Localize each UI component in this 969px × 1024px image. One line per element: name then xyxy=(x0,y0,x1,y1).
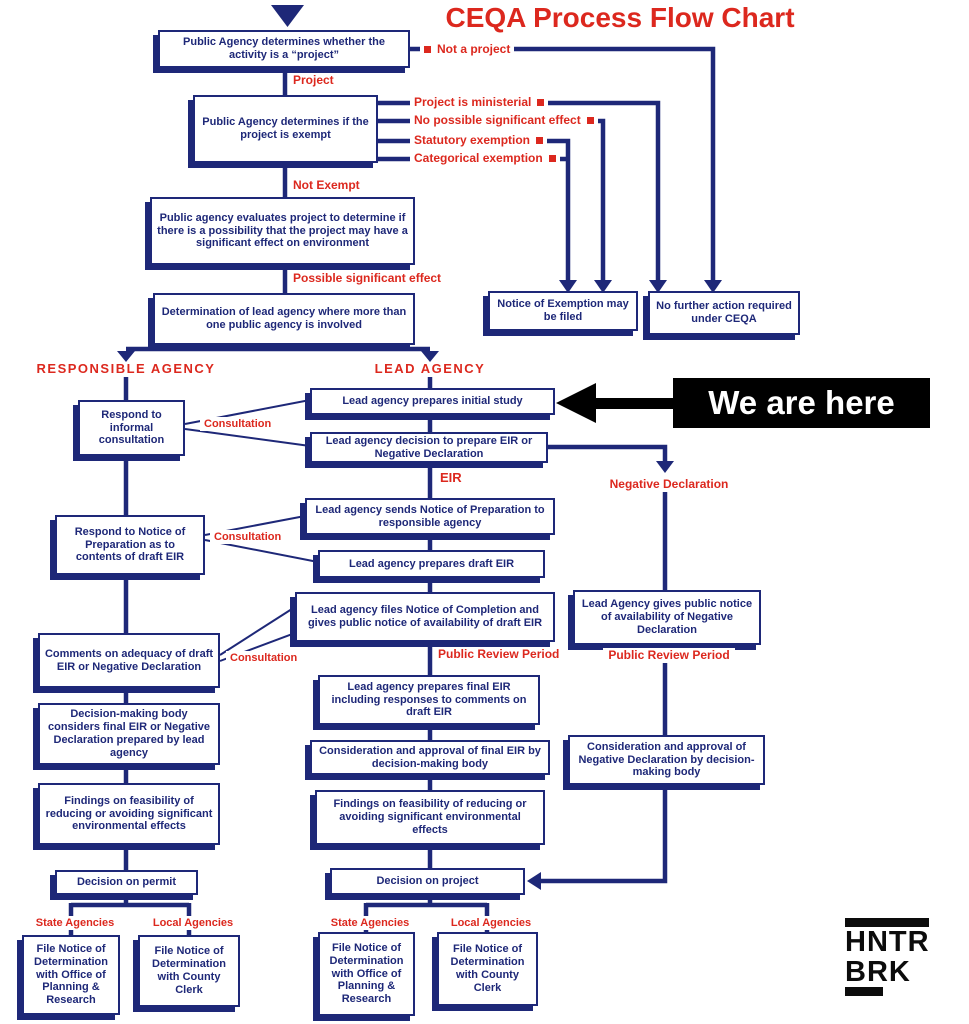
label-public-review-period-eir: Public Review Period xyxy=(438,647,560,661)
label-local-agencies-center: Local Agencies xyxy=(437,916,545,931)
node-decision-on-project: Decision on project xyxy=(330,868,525,895)
label-not-exempt: Not Exempt xyxy=(293,178,360,192)
node-determine-project: Public Agency determines whether the act… xyxy=(158,30,410,68)
we-are-here-arrow xyxy=(556,383,674,423)
node-no-further-action: No further action required under CEQA xyxy=(648,291,800,335)
node-respond-informal-consultation: Respond to informal consultation xyxy=(78,400,185,456)
logo-word-hntr: HNTR xyxy=(845,926,930,958)
logo-top-bar xyxy=(845,918,929,927)
node-notice-of-exemption: Notice of Exemption may be filed xyxy=(488,291,638,331)
label-consultation-3: Consultation xyxy=(226,651,302,666)
node-file-nod-opr-center: File Notice of Determination with Office… xyxy=(318,932,415,1016)
node-findings-responsible: Findings on feasibility of reducing or a… xyxy=(38,783,220,845)
node-notice-of-completion: Lead agency files Notice of Completion a… xyxy=(295,592,555,642)
label-project: Project xyxy=(293,73,334,87)
label-consultation-1: Consultation xyxy=(200,417,276,432)
label-no-possible-significant-effect: No possible significant effect xyxy=(410,113,598,129)
node-approval-final-eir: Consideration and approval of final EIR … xyxy=(310,740,550,775)
node-file-nod-opr-left: File Notice of Determination with Office… xyxy=(22,935,120,1015)
node-comments-on-adequacy: Comments on adequacy of draft EIR or Neg… xyxy=(38,633,220,688)
node-prepares-draft-eir: Lead agency prepares draft EIR xyxy=(318,550,545,578)
node-determine-exempt: Public Agency determines if the project … xyxy=(193,95,378,163)
node-respond-notice-of-preparation: Respond to Notice of Preparation as to c… xyxy=(55,515,205,575)
page-title: CEQA Process Flow Chart xyxy=(445,2,795,33)
label-public-review-period-negdec: Public Review Period xyxy=(603,648,735,664)
label-possible-significant-effect: Possible significant effect xyxy=(293,271,442,285)
node-decision-on-permit: Decision on permit xyxy=(55,870,198,895)
label-project-is-ministerial: Project is ministerial xyxy=(410,95,549,111)
label-state-agencies-left: State Agencies xyxy=(21,916,129,931)
label-local-agencies-left: Local Agencies xyxy=(139,916,247,931)
node-sends-notice-of-preparation: Lead agency sends Notice of Preparation … xyxy=(305,498,555,535)
logo-word-brk: BRK xyxy=(845,956,911,989)
node-negdec-public-notice: Lead Agency gives public notice of avail… xyxy=(573,590,761,645)
label-not-a-project: Not a project xyxy=(420,42,515,58)
node-findings-lead: Findings on feasibility of reducing or a… xyxy=(315,790,545,845)
node-initial-study: Lead agency prepares initial study xyxy=(310,388,555,415)
label-categorical-exemption: Categorical exemption xyxy=(410,151,560,167)
label-state-agencies-center: State Agencies xyxy=(316,916,424,931)
hntrbrk-logo: HNTR BRK xyxy=(845,918,930,997)
node-evaluate-project: Public agency evaluates project to deter… xyxy=(150,197,415,265)
node-lead-agency-determination: Determination of lead agency where more … xyxy=(153,293,415,345)
node-file-nod-clerk-center: File Notice of Determination with County… xyxy=(437,932,538,1006)
label-consultation-2: Consultation xyxy=(210,530,286,545)
flow-arrowheads xyxy=(117,5,722,890)
label-negative-declaration: Negative Declaration xyxy=(605,477,733,493)
we-are-here-badge: We are here xyxy=(673,378,930,428)
node-file-nod-clerk-left: File Notice of Determination with County… xyxy=(138,935,240,1007)
node-decision-eir-or-negdec: Lead agency decision to prepare EIR or N… xyxy=(310,432,548,463)
node-decision-body-considers: Decision-making body considers final EIR… xyxy=(38,703,220,765)
label-statutory-exemption: Statutory exemption xyxy=(410,133,548,149)
node-negdec-approval: Consideration and approval of Negative D… xyxy=(568,735,765,785)
header-responsible-agency: RESPONSIBLE AGENCY xyxy=(36,361,216,376)
logo-bottom-bar xyxy=(845,987,883,997)
label-eir: EIR xyxy=(440,470,462,485)
node-prepares-final-eir: Lead agency prepares final EIR including… xyxy=(318,675,540,725)
header-lead-agency: LEAD AGENCY xyxy=(374,361,486,376)
